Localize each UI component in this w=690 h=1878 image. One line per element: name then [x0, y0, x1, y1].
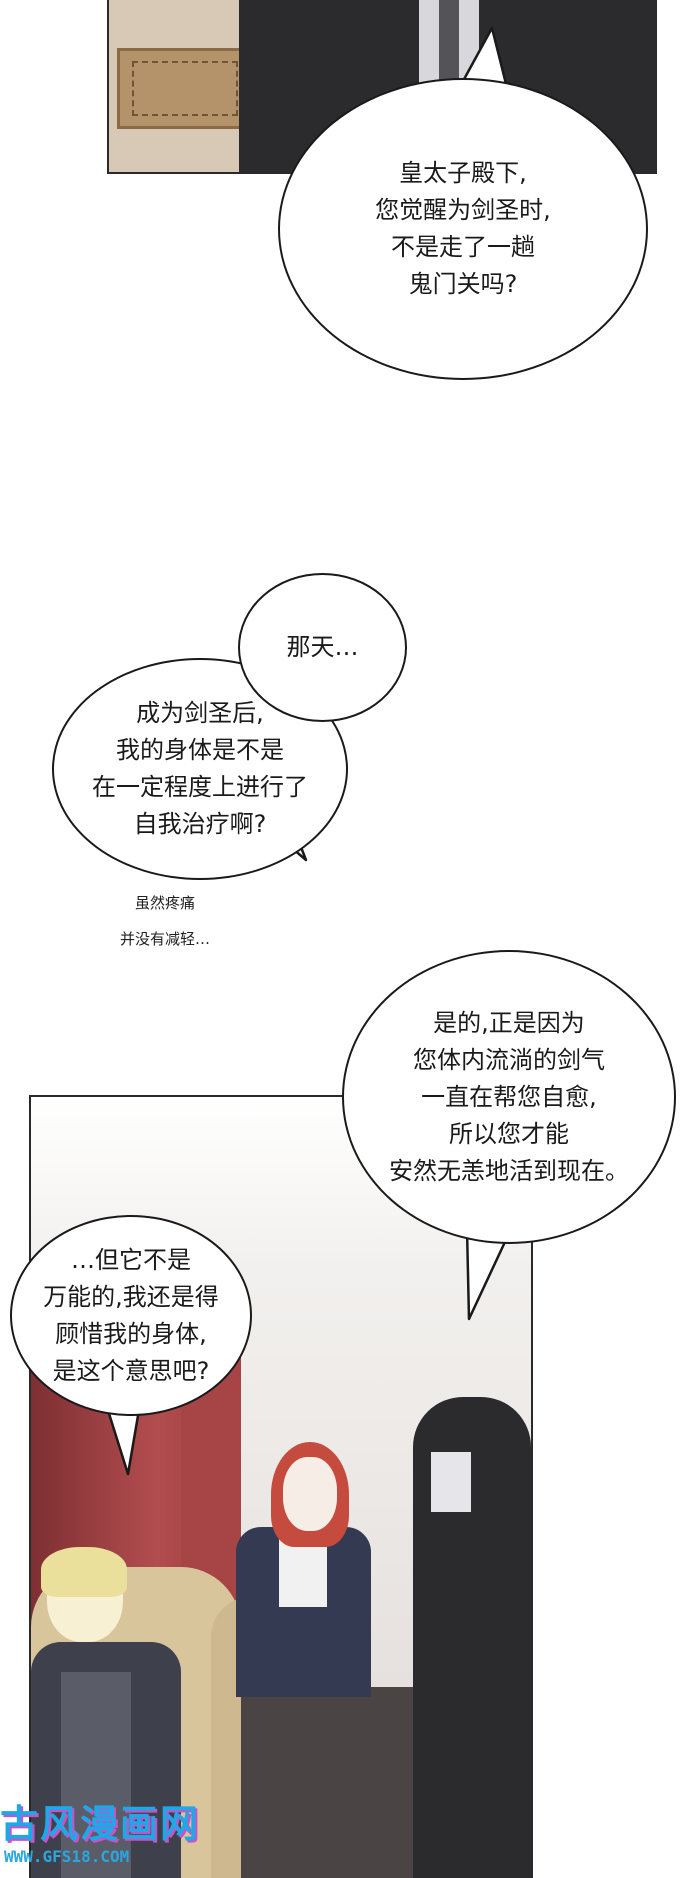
bubble-text-line: 自我治疗啊?: [133, 810, 267, 838]
watermark-title: 古风漫画网: [0, 1802, 201, 1846]
bubble-text-line: 万能的,我还是得: [43, 1282, 219, 1311]
whisper-text: 虽然疼痛 并没有减轻…: [95, 885, 235, 957]
speech-bubble-3: 成为剑圣后, 我的身体是不是 在一定程度上进行了 自我治疗啊?: [52, 658, 348, 880]
bubble-text-line: 皇太子殿下,: [399, 159, 527, 187]
speech-bubble-2: 那天…: [238, 573, 407, 722]
bubble-text-line: 顾惜我的身体,: [55, 1319, 207, 1348]
bubble-text-line: 是这个意思吧?: [52, 1356, 210, 1385]
bubble-text-line: 我的身体是不是: [116, 736, 284, 764]
red-hair-character-skirt: [241, 1687, 431, 1878]
hooded-figure-face: [431, 1452, 471, 1512]
whisper-text-line: 虽然疼痛: [134, 894, 195, 912]
site-watermark[interactable]: 古风漫画网 WWW.GFS18.COM: [0, 1802, 230, 1876]
rug-pattern: [132, 61, 238, 116]
whisper-text-line: 并没有减轻…: [119, 930, 210, 948]
bubble-text-line: 不是走了一趟: [390, 233, 535, 261]
bubble-text-line: 是的,正是因为: [433, 1008, 585, 1037]
grey-tie: [439, 0, 459, 95]
bubble-text-line: 鬼门关吗?: [408, 270, 518, 298]
rug: [117, 48, 253, 129]
watermark-url: WWW.GFS18.COM: [4, 1847, 130, 1866]
bubble-text-line: 您觉醒为剑圣时,: [375, 196, 551, 224]
bubble-text-line: 安然无恙地活到现在。: [389, 1156, 629, 1185]
bubble-text-line: 在一定程度上进行了: [92, 773, 308, 801]
bubble-text-line: 成为剑圣后,: [136, 699, 264, 727]
bubble-text-line: 所以您才能: [449, 1119, 569, 1148]
speech-bubble-4: 是的,正是因为 您体内流淌的剑气 一直在帮您自愈, 所以您才能 安然无恙地活到现…: [342, 950, 676, 1244]
speech-bubble-1: 皇太子殿下, 您觉醒为剑圣时, 不是走了一趟 鬼门关吗?: [278, 78, 648, 380]
blond-character-hair: [41, 1547, 127, 1597]
speech-bubble-5: …但它不是 万能的,我还是得 顾惜我的身体, 是这个意思吧?: [10, 1215, 252, 1416]
red-hair-character-head: [283, 1457, 337, 1531]
top-panel: [107, 0, 657, 174]
bubble-text-line: 您体内流淌的剑气: [413, 1045, 605, 1074]
bubble-text-line: …但它不是: [70, 1245, 191, 1274]
blond-character-vest: [61, 1672, 131, 1878]
bubble-text-line: 那天…: [286, 633, 359, 661]
bubble-text-line: 一直在帮您自愈,: [421, 1082, 597, 1111]
